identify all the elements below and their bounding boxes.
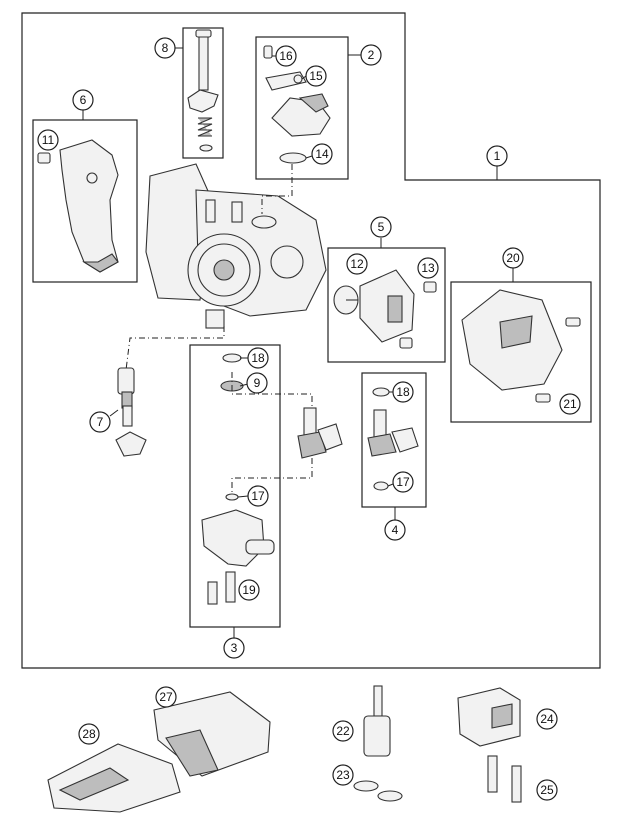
svg-text:13: 13 [421,261,435,275]
box-8 [182,27,224,159]
part-24-connector [457,687,521,747]
callout-7: 7 [89,411,111,433]
idle-screw-part [187,29,219,152]
box-2 [255,36,349,180]
svg-text:19: 19 [242,583,256,597]
callout-2: 2 [360,44,382,66]
callout-16: 16 [275,45,297,67]
callout-18-b: 18 [392,381,414,403]
part-5-sensor [333,269,437,349]
callout-8: 8 [154,37,176,59]
callout-9: 9 [246,372,268,394]
box-5 [327,247,446,363]
callout-22: 22 [332,720,354,742]
svg-text:24: 24 [540,712,554,726]
part-7 [115,367,147,457]
part-3-injector-holder [201,353,275,605]
assembly-frame-1 [21,12,601,669]
callout-19: 19 [238,579,260,601]
part-22-sensor [363,685,391,757]
callout-15: 15 [305,65,327,87]
box-4 [361,372,427,508]
svg-text:11: 11 [42,133,55,147]
callout-28: 28 [78,723,100,745]
callout-21: 21 [559,393,581,415]
callout-4: 4 [384,519,406,541]
svg-text:14: 14 [315,147,329,161]
svg-text:18: 18 [251,351,265,365]
box-20 [450,281,592,423]
callout-13: 13 [417,257,439,279]
throttle-body-part [145,163,327,329]
svg-text:28: 28 [82,727,96,741]
part-20-sensor [461,289,581,403]
part-25-bolts [487,755,522,803]
svg-text:12: 12 [350,257,364,271]
svg-text:4: 4 [392,523,399,537]
svg-text:9: 9 [254,376,261,390]
svg-text:16: 16 [279,49,293,63]
callout-1: 1 [486,145,508,167]
svg-text:15: 15 [309,69,323,83]
part-4-injector [367,387,419,491]
callout-20: 20 [502,247,524,269]
svg-text:25: 25 [540,783,554,797]
svg-text:17: 17 [251,489,265,503]
part-27-ecu [153,691,271,777]
callout-17-a: 17 [247,485,269,507]
callout-11: 11 [37,129,59,151]
callout-5: 5 [370,216,392,238]
svg-text:2: 2 [368,48,375,62]
callout-25: 25 [536,779,558,801]
callout-23: 23 [332,764,354,786]
callout-18-a: 18 [247,347,269,369]
svg-text:6: 6 [80,93,87,107]
svg-text:22: 22 [336,724,350,738]
part-28-module [47,743,181,813]
callout-24: 24 [536,708,558,730]
box-6 [32,119,138,283]
callout-12: 12 [346,253,368,275]
svg-text:21: 21 [563,397,577,411]
svg-text:23: 23 [336,768,350,782]
svg-text:20: 20 [506,251,520,265]
callout-6: 6 [72,89,94,111]
svg-text:17: 17 [396,475,410,489]
box-3 [189,344,281,628]
tps-sensor-part [263,45,331,164]
svg-text:8: 8 [162,41,169,55]
part-23-screws [353,780,403,802]
callout-27: 27 [155,686,177,708]
svg-text:7: 7 [97,415,104,429]
injector-loose [297,407,343,459]
svg-text:3: 3 [231,641,238,655]
callout-17-b: 17 [392,471,414,493]
callout-14: 14 [311,143,333,165]
svg-text:27: 27 [159,690,173,704]
callout-3: 3 [223,637,245,659]
svg-text:1: 1 [494,149,501,163]
cable-clamp-part [37,139,119,273]
svg-text:18: 18 [396,385,410,399]
svg-text:5: 5 [378,220,385,234]
